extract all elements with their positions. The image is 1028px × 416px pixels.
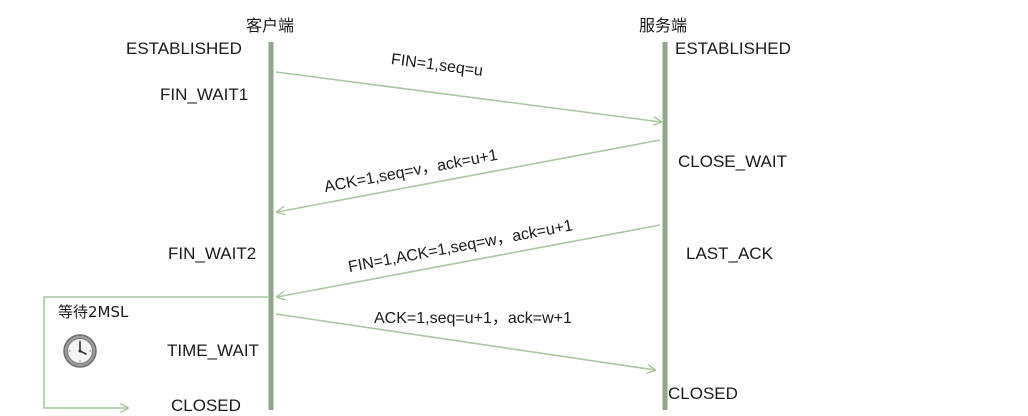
client-title: 客户端 bbox=[246, 16, 295, 35]
server-title: 服务端 bbox=[639, 16, 688, 35]
clock-icon bbox=[63, 334, 97, 368]
wait-2msl-label: 等待2MSL bbox=[58, 303, 129, 321]
server-state-close-wait: CLOSE_WAIT bbox=[678, 152, 787, 171]
client-state-established: ESTABLISHED bbox=[126, 39, 242, 58]
message-ack-2: ACK=1,seq=u+1，ack=w+1 bbox=[374, 310, 572, 327]
server-state-closed: CLOSED bbox=[668, 384, 738, 403]
client-state-fin-wait1: FIN_WAIT1 bbox=[160, 85, 249, 104]
client-state-fin-wait2: FIN_WAIT2 bbox=[168, 244, 257, 263]
arrow-ack-1 bbox=[277, 139, 661, 212]
arrow-ack-2 bbox=[275, 313, 655, 370]
wait-2msl-bracket bbox=[43, 296, 268, 408]
server-state-last-ack: LAST_ACK bbox=[686, 244, 773, 263]
client-state-closed: CLOSED bbox=[171, 396, 241, 415]
arrow-fin-ack bbox=[277, 224, 661, 297]
arrow-fin-1 bbox=[275, 71, 661, 122]
server-state-established: ESTABLISHED bbox=[675, 39, 791, 58]
client-state-time-wait: TIME_WAIT bbox=[167, 341, 259, 360]
